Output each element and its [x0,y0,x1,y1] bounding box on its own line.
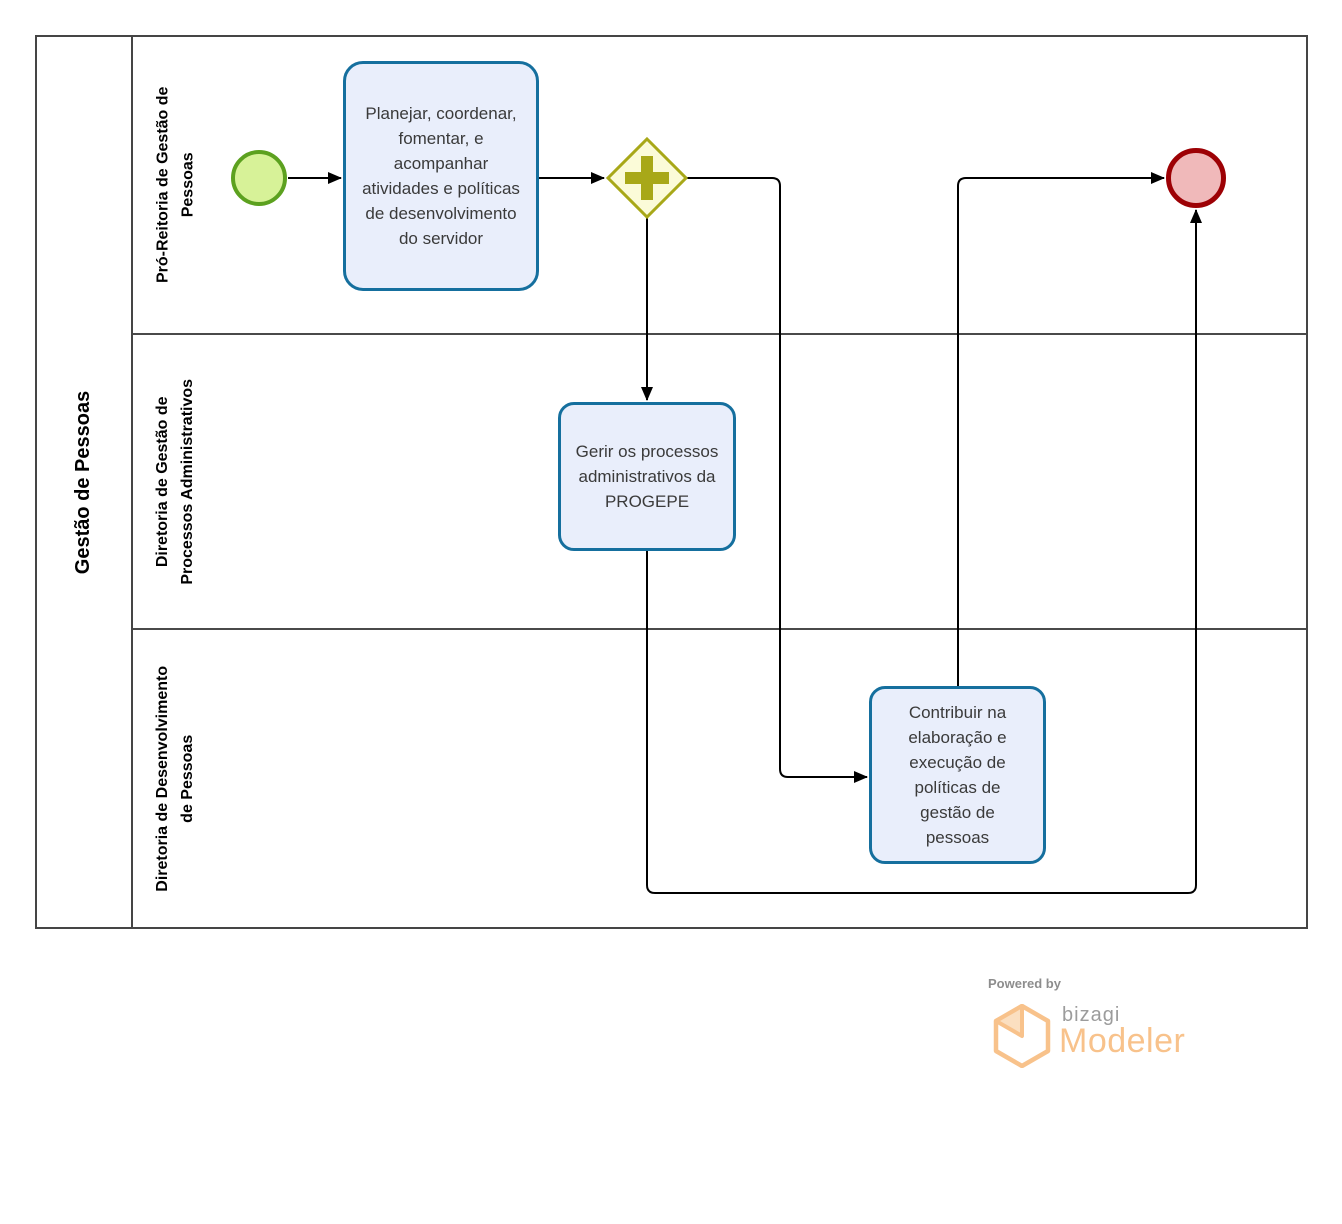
start-event[interactable] [231,150,287,206]
lane-label-line: de Pessoas [179,734,196,823]
modeler-wordmark: Modeler [1059,1022,1186,1060]
lane-label-line: Pessoas [179,152,196,218]
lane-label-line: Diretoria de Gestão de [154,396,172,567]
task-label: Planejar, coordenar, fomentar, e acompan… [362,104,520,248]
task-label: Gerir os processos administrativos da PR… [575,442,719,511]
bizagi-wordmark: bizagi [1062,1004,1121,1026]
lane-pro-reitoria: Pró-Reitoria de Gestão de Pessoas [133,37,1306,333]
lane-label: Diretoria de Gestão de Processos Adminis… [151,379,201,585]
lane-label-zone: Diretoria de Gestão de Processos Adminis… [133,335,219,628]
task-gerir[interactable]: Gerir os processos administrativos da PR… [558,402,736,551]
lane-label-zone: Pró-Reitoria de Gestão de Pessoas [133,37,219,333]
task-contribuir[interactable]: Contribuir na elaboração e execução de p… [869,686,1046,864]
end-event[interactable] [1166,148,1226,208]
lane-label: Diretoria de Desenvolvimento de Pessoas [151,666,201,892]
task-planejar[interactable]: Planejar, coordenar, fomentar, e acompan… [343,61,539,291]
bizagi-logo-icon [993,1004,1051,1068]
lane-diretoria-desenvolvimento: Diretoria de Desenvolvimento de Pessoas [133,628,1306,927]
lane-label-line: Diretoria de Desenvolvimento [154,665,172,892]
lane-label: Pró-Reitoria de Gestão de Pessoas [151,87,201,284]
parallel-gateway[interactable] [605,136,689,220]
powered-by-label: Powered by [988,976,1061,991]
pool-label-band: Gestão de Pessoas [37,37,133,927]
bizagi-branding: Powered by bizagi Modeler [986,974,1246,1074]
lane-label-line: Pró-Reitoria de Gestão de [154,86,172,284]
lane-label-zone: Diretoria de Desenvolvimento de Pessoas [133,630,219,927]
pool-title: Gestão de Pessoas [72,390,95,574]
lane-label-line: Processos Administrativos [179,378,197,585]
plus-icon [625,156,669,200]
task-label: Contribuir na elaboração e execução de p… [908,703,1007,847]
